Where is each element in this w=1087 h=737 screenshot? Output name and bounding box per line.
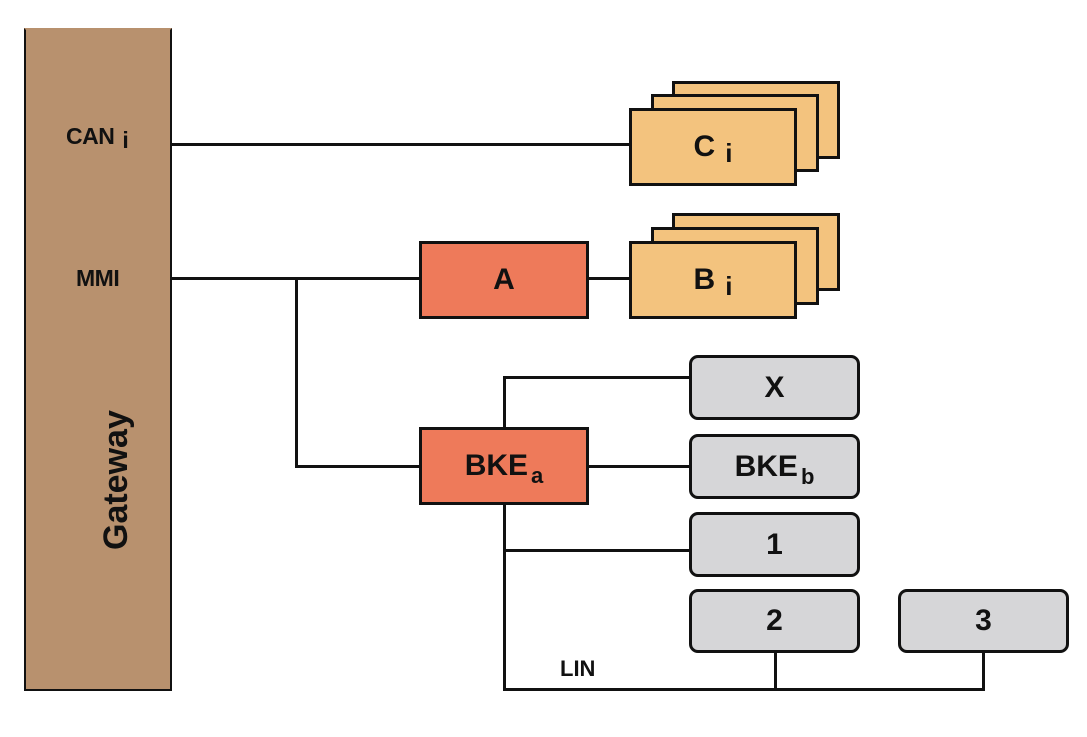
mmi-to-bke-line (295, 465, 422, 468)
node-1-label: 1 (766, 527, 783, 561)
can-label-text: CAN (66, 123, 115, 149)
lin-vertical-line (503, 503, 506, 691)
bke-to-1-line (503, 549, 690, 552)
bke-to-x-line (503, 376, 690, 379)
bke-to-x-vertical (503, 376, 506, 429)
node-3[interactable]: 3 (898, 589, 1069, 653)
bke-b-sub: b (800, 463, 815, 489)
lin-bus-line (503, 688, 985, 691)
x-node[interactable]: X (689, 355, 860, 420)
lin-bus-label: LIN (560, 656, 596, 681)
node-2[interactable]: 2 (689, 589, 860, 653)
a-node[interactable]: A (419, 241, 589, 319)
can-port-label: CAN i (66, 123, 129, 153)
gateway-block (24, 28, 172, 691)
gateway-title: Gateway (97, 410, 135, 550)
b-label: B (693, 263, 716, 296)
node-2-label: 2 (766, 604, 783, 637)
node-3-label: 3 (975, 604, 992, 637)
mmi-branch-vertical (295, 277, 298, 468)
a-label: A (493, 263, 515, 296)
bke-a-to-bke-b-line (587, 465, 690, 468)
can-bus-line (172, 143, 632, 146)
bke-b-label: BKE (734, 449, 798, 483)
bke-a-sub: a (531, 463, 544, 488)
mmi-port-label: MMI (76, 265, 120, 291)
lin-to-2-line (774, 651, 777, 690)
node-1[interactable]: 1 (689, 512, 860, 577)
x-label: X (764, 370, 785, 404)
b-sub: i (725, 270, 733, 301)
can-label-sub: i (122, 127, 129, 153)
a-to-b-line (587, 277, 631, 280)
c-label: C (693, 130, 716, 163)
c-sub: i (725, 137, 733, 168)
bke-a-label: BKE (464, 449, 529, 482)
lin-to-3-line (982, 651, 985, 690)
